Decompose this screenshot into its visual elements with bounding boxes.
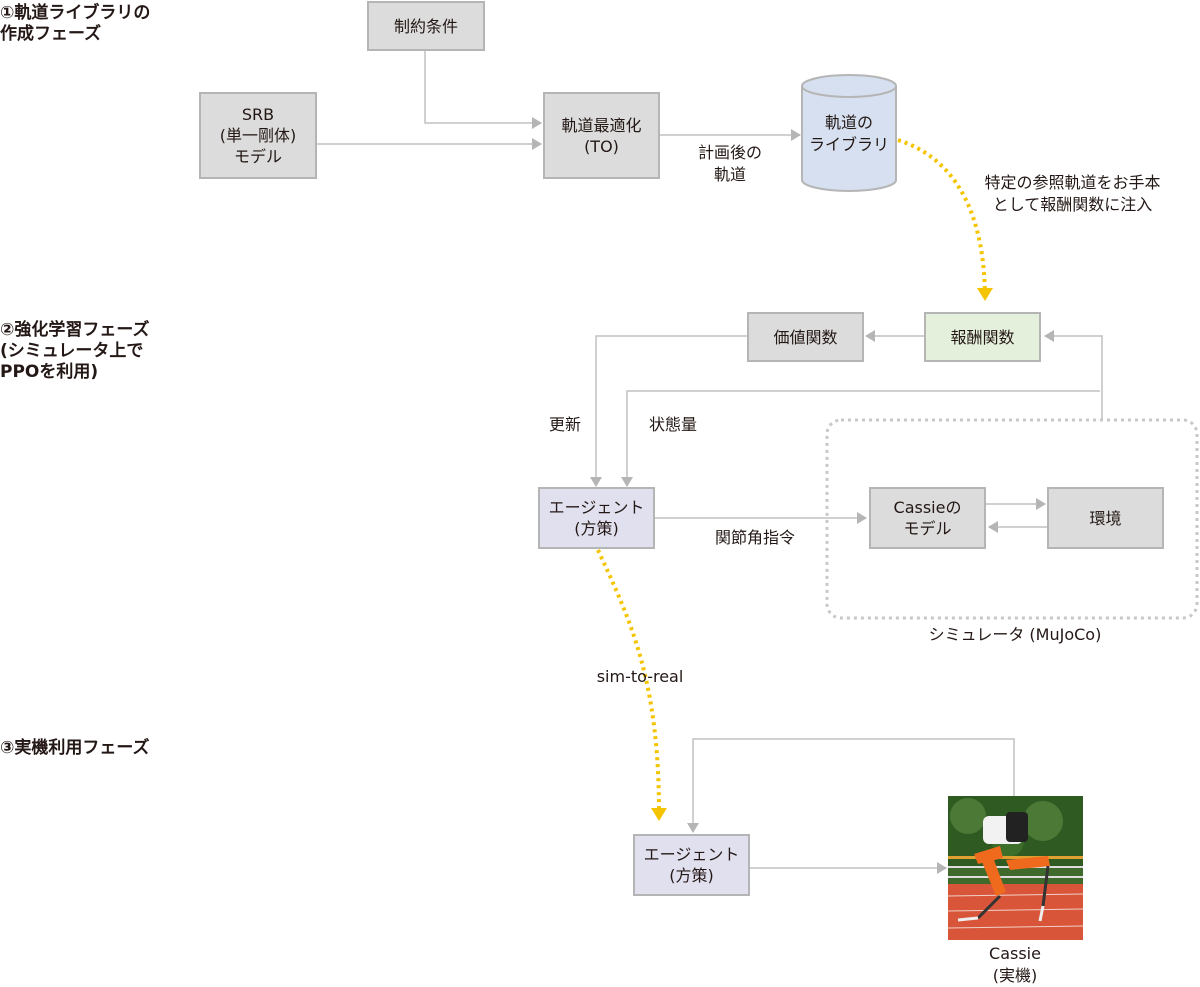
agent-box-sim: エージェント (方策) bbox=[538, 487, 655, 549]
reward-function-box: 報酬関数 bbox=[924, 312, 1041, 362]
trajectory-library-label: 軌道の ライブラリ bbox=[808, 113, 889, 154]
simulator-boundary bbox=[825, 418, 1199, 620]
cassie-robot-illustration bbox=[948, 796, 1083, 940]
arrow-sim-to-reward bbox=[1044, 330, 1103, 420]
phase-1-heading: ①軌道ライブラリの 作成フェーズ bbox=[0, 3, 151, 44]
cassie-robot-photo bbox=[948, 796, 1083, 940]
cassie-robot-caption: Cassie (実機) bbox=[989, 944, 1041, 985]
value-function-box: 価値関数 bbox=[747, 312, 864, 362]
simulator-label: シミュレータ (MuJoCo) bbox=[928, 625, 1102, 644]
trajectory-library-cylinder bbox=[801, 74, 897, 192]
planned-trajectory-label: 計画後の 軌道 bbox=[697, 143, 762, 184]
arrow-state-to-agent bbox=[621, 390, 1100, 487]
cassie-model-box: Cassieの モデル bbox=[869, 487, 986, 549]
joint-command-label: 関節角指令 bbox=[714, 528, 795, 547]
inject-reference-label: 特定の参照軌道をお手本 として報酬関数に注入 bbox=[984, 173, 1161, 214]
arrow-robot-feedback-to-agent bbox=[687, 738, 1015, 833]
state-label: 状態量 bbox=[648, 415, 697, 434]
arrow-value-update-agent bbox=[590, 335, 748, 487]
trajectory-optimization-box: 軌道最適化 (TO) bbox=[543, 92, 660, 179]
environment-box: 環境 bbox=[1047, 487, 1164, 549]
arrow-sim-to-real bbox=[596, 549, 667, 821]
agent-box-real: エージェント (方策) bbox=[633, 834, 750, 896]
srb-model-box: SRB (単一剛体) モデル bbox=[199, 92, 317, 179]
phase-3-heading: ③実機利用フェーズ bbox=[0, 738, 150, 758]
arrow-library-to-reward bbox=[897, 138, 993, 301]
arrow-constraints-to-to bbox=[424, 50, 542, 129]
sim-to-real-label: sim-to-real bbox=[596, 667, 684, 686]
phase-2-heading: ②強化学習フェーズ (シミュレータ上で PPOを利用) bbox=[0, 320, 150, 382]
update-label: 更新 bbox=[548, 415, 581, 434]
constraints-box: 制約条件 bbox=[367, 1, 485, 51]
